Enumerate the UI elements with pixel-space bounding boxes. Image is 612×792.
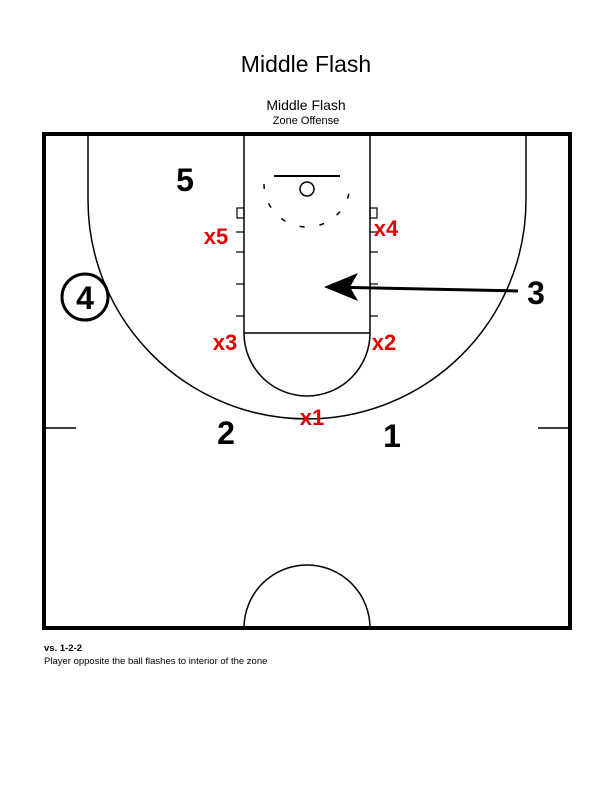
caption-description: Player opposite the ball flashes to inte… (44, 656, 268, 667)
restricted-area (263, 183, 351, 228)
offense-player-4: 4 (76, 280, 94, 316)
three-point-line (87, 134, 527, 420)
flash-cut-arrowhead (324, 273, 358, 301)
lane-block-right (369, 207, 378, 219)
defense-player-x4: x4 (374, 216, 399, 241)
lane (243, 133, 371, 334)
lane-block-left (236, 207, 245, 219)
court-boundary (42, 132, 572, 630)
center-circle (243, 564, 371, 629)
defense-player-x3: x3 (213, 330, 237, 355)
offense-player-5: 5 (176, 162, 194, 198)
rim (299, 181, 315, 197)
offense-player-1: 1 (383, 418, 401, 454)
flash-cut-arrow (327, 285, 519, 293)
offense-player-2: 2 (217, 415, 235, 451)
ball-handler-circle (60, 272, 110, 322)
diagram-subtitle: Zone Offense (272, 115, 340, 127)
defense-player-x2: x2 (372, 330, 396, 355)
lane-hash-marks-right (370, 231, 378, 317)
diagram-title: Middle Flash (266, 97, 346, 113)
caption-vs: vs. 1-2-2 (44, 643, 83, 654)
free-throw-circle (243, 332, 371, 397)
page-title: Middle Flash (240, 51, 372, 77)
offense-player-3: 3 (527, 275, 545, 311)
defense-player-x5: x5 (204, 224, 228, 249)
lane-hash-marks-left (236, 231, 244, 317)
defense-player-x1: x1 (300, 405, 324, 430)
caption: vs. 1-2-2 Player opposite the ball flash… (44, 642, 584, 668)
